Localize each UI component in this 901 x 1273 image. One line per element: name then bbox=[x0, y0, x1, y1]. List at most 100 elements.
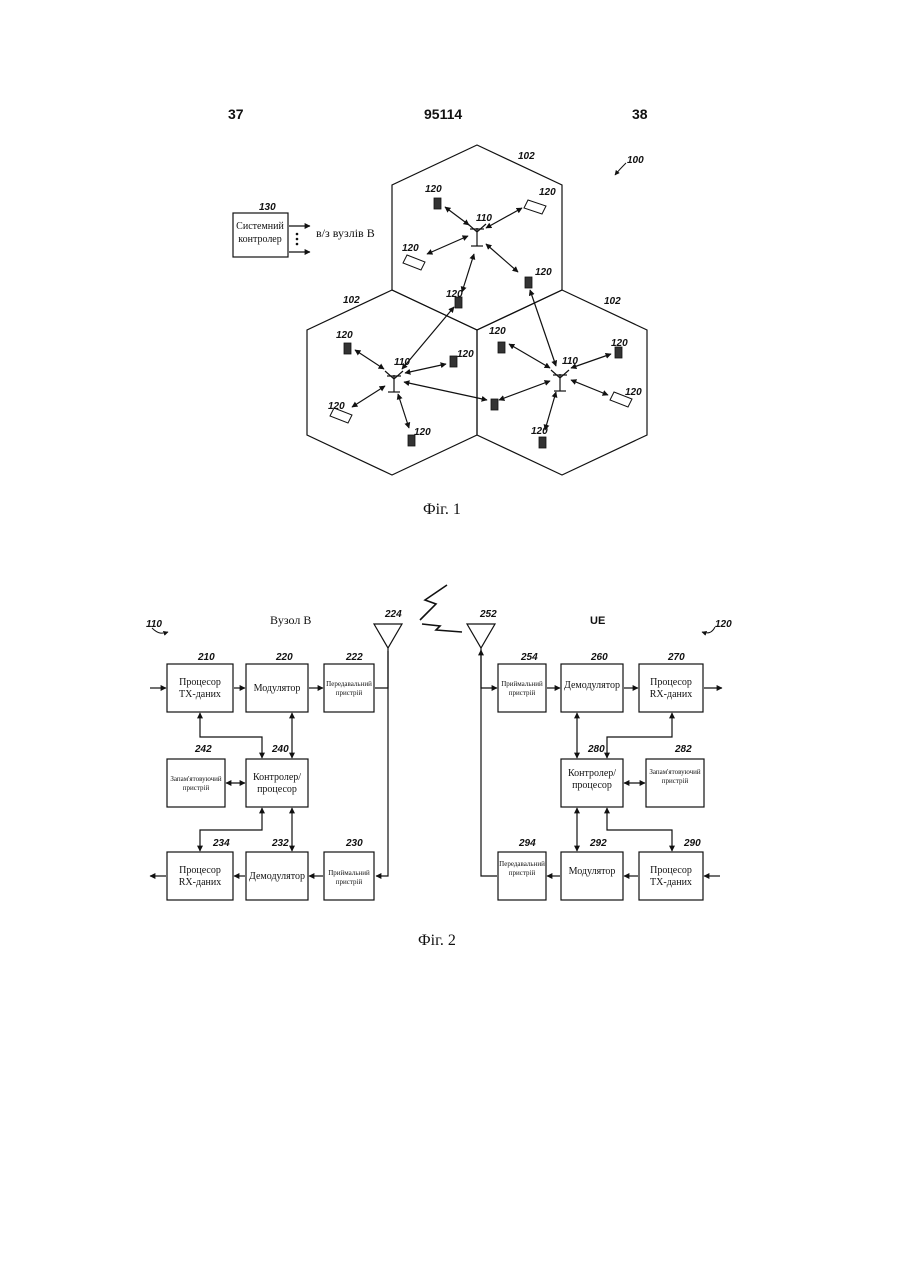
block-tx-data-processor bbox=[167, 664, 233, 712]
wireless-link bbox=[545, 392, 556, 430]
block-memory bbox=[167, 759, 225, 807]
block-title: Контролер/ bbox=[568, 768, 616, 779]
block-ref-label: 220 bbox=[275, 652, 293, 663]
ue-ref-label: 120 bbox=[715, 619, 732, 630]
phone-icon bbox=[498, 342, 505, 353]
system-label: 100 bbox=[627, 155, 644, 166]
cell-label: 102 bbox=[604, 296, 621, 307]
node-label: 110 bbox=[476, 213, 492, 224]
ue-label: 120 bbox=[539, 187, 556, 198]
block-title: Процесор bbox=[650, 677, 692, 688]
block-ref-label: 280 bbox=[587, 744, 605, 755]
wireless-link bbox=[398, 394, 409, 428]
antenna-icon bbox=[467, 624, 495, 650]
cell-hexagon-right bbox=[477, 290, 647, 475]
wireless-link bbox=[486, 244, 518, 272]
block-title: RX-даних bbox=[179, 877, 221, 888]
block-title: RX-даних bbox=[650, 689, 692, 700]
ue-label: 120 bbox=[457, 349, 474, 360]
block-rx-data-processor bbox=[167, 852, 233, 900]
wireless-link bbox=[445, 207, 469, 225]
block-title: процесор bbox=[257, 784, 297, 795]
lightning-icon bbox=[420, 585, 447, 620]
block-title: пристрій bbox=[662, 777, 689, 785]
base-station-icon bbox=[551, 370, 569, 391]
phone-icon bbox=[434, 198, 441, 209]
block-ref-label: 210 bbox=[197, 652, 215, 663]
block-transmitter bbox=[324, 664, 374, 712]
cell-label: 102 bbox=[518, 151, 535, 162]
block-title: пристрій bbox=[336, 689, 363, 697]
block-title: Модулятор bbox=[569, 866, 616, 877]
base-station-icon bbox=[385, 371, 403, 392]
phone-icon bbox=[344, 343, 351, 354]
base-station-icon bbox=[468, 224, 486, 246]
block-ref-label: 254 bbox=[520, 652, 538, 663]
cell-hexagon-left bbox=[307, 290, 477, 475]
node-label: 110 bbox=[562, 356, 578, 367]
block-controller bbox=[246, 759, 308, 807]
controller-link-label: в/з вузлів В bbox=[316, 226, 375, 240]
antenna-ref-label: 224 bbox=[384, 609, 402, 620]
cell-label: 102 bbox=[343, 295, 360, 306]
block-ref-label: 294 bbox=[518, 838, 536, 849]
ue-label: 120 bbox=[425, 184, 442, 195]
controller-title: Системний bbox=[236, 221, 284, 232]
antenna-ref-label: 252 bbox=[479, 609, 497, 620]
block-title: Процесор bbox=[179, 865, 221, 876]
block-title: Запам'ятовуючий bbox=[649, 768, 701, 776]
block-title: ТХ-даних bbox=[179, 689, 221, 700]
ue-label: 120 bbox=[625, 387, 642, 398]
block-title: Процесор bbox=[179, 677, 221, 688]
block-title: Процесор bbox=[650, 865, 692, 876]
block-title: ТХ-даних bbox=[650, 877, 692, 888]
block-ref-label: 240 bbox=[271, 744, 289, 755]
ue-ref-arrow bbox=[702, 627, 715, 633]
system-ref-arrow bbox=[615, 163, 626, 175]
block-title: Модулятор bbox=[254, 683, 301, 694]
block-title: Передавальний bbox=[326, 680, 372, 688]
ue-label: 120 bbox=[328, 401, 345, 412]
block-title: Демодулятор bbox=[564, 680, 620, 691]
block-title: Демодулятор bbox=[249, 871, 305, 882]
ue-label: 120 bbox=[535, 267, 552, 278]
wireless-link bbox=[499, 381, 550, 400]
wireless-link bbox=[530, 290, 556, 366]
phone-icon bbox=[525, 277, 532, 288]
ue-label: 120 bbox=[336, 330, 353, 341]
ue-label: 120 bbox=[489, 326, 506, 337]
phone-icon bbox=[491, 399, 498, 410]
wireless-link bbox=[352, 386, 385, 407]
node-label: 110 bbox=[394, 357, 410, 368]
block-ref-label: 230 bbox=[345, 838, 363, 849]
wireless-link bbox=[571, 380, 608, 395]
ue-label: 120 bbox=[531, 426, 548, 437]
block-title: Передавальний bbox=[499, 860, 545, 868]
block-title: Контролер/ bbox=[253, 772, 301, 783]
block-title: Приймальний bbox=[501, 680, 543, 688]
block-receiver bbox=[498, 664, 546, 712]
block-ref-label: 270 bbox=[667, 652, 685, 663]
ue-label: 120 bbox=[402, 243, 419, 254]
wireless-link bbox=[462, 254, 474, 292]
block-ref-label: 242 bbox=[194, 744, 212, 755]
ue-label: 120 bbox=[446, 289, 463, 300]
controller-title: контролер bbox=[238, 234, 282, 245]
node-title: Вузол В bbox=[270, 613, 311, 627]
block-ref-label: 222 bbox=[345, 652, 363, 663]
block-ref-label: 234 bbox=[212, 838, 230, 849]
wireless-link bbox=[509, 344, 550, 368]
block-tx-data-processor bbox=[639, 852, 703, 900]
laptop-icon bbox=[403, 255, 425, 270]
block-title: Приймальний bbox=[328, 869, 370, 877]
phone-icon bbox=[539, 437, 546, 448]
block-ref-label: 282 bbox=[674, 744, 692, 755]
wireless-link bbox=[405, 364, 446, 373]
ue-label: 120 bbox=[414, 427, 431, 438]
block-title: пристрій bbox=[183, 784, 210, 792]
block-title: процесор bbox=[572, 780, 612, 791]
block-rx-data-processor bbox=[639, 664, 703, 712]
lightning-icon bbox=[422, 624, 462, 632]
fig2-caption: Фіг. 2 bbox=[418, 932, 456, 949]
block-ref-label: 292 bbox=[589, 838, 607, 849]
